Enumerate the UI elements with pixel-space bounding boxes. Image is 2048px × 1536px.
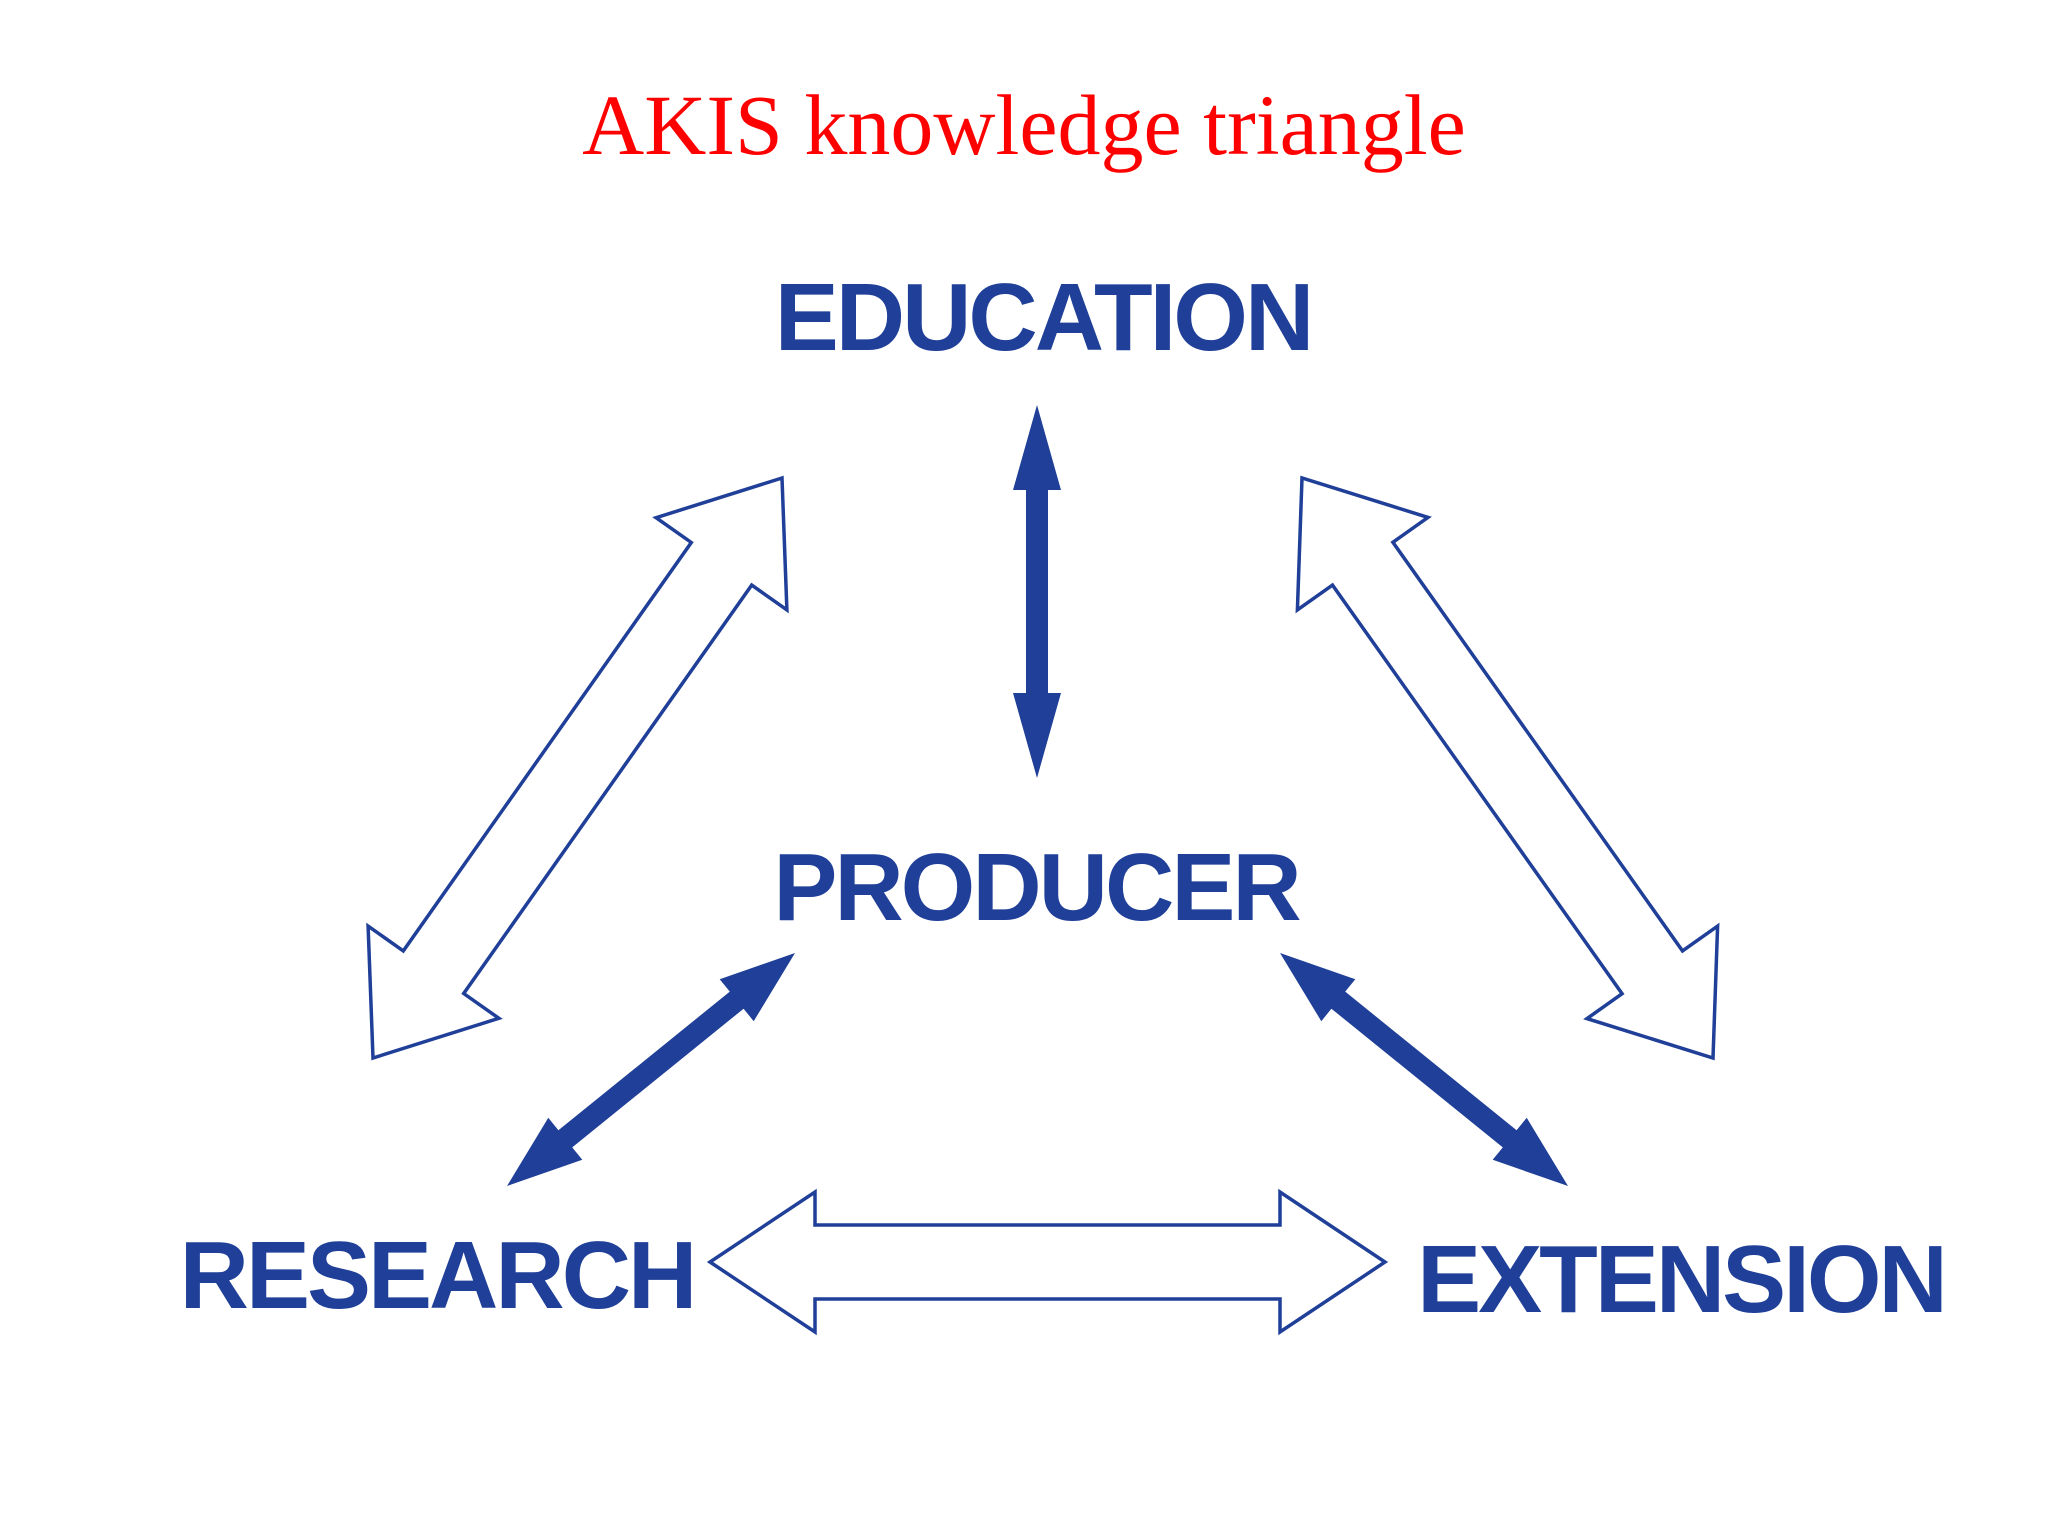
- arrow-education-producer: [1013, 405, 1061, 778]
- node-education: EDUCATION: [775, 264, 1312, 371]
- node-research: RESEARCH: [180, 1222, 695, 1329]
- node-producer: PRODUCER: [773, 834, 1300, 941]
- arrow-education-research: [366, 475, 789, 1061]
- arrow-education-extension: [1295, 475, 1720, 1061]
- node-extension: EXTENSION: [1417, 1226, 1945, 1333]
- arrow-research-extension: [706, 1188, 1389, 1336]
- slide-title: AKIS knowledge triangle: [582, 77, 1466, 173]
- arrow-producer-extension: [1280, 953, 1568, 1186]
- arrow-producer-research: [507, 953, 795, 1186]
